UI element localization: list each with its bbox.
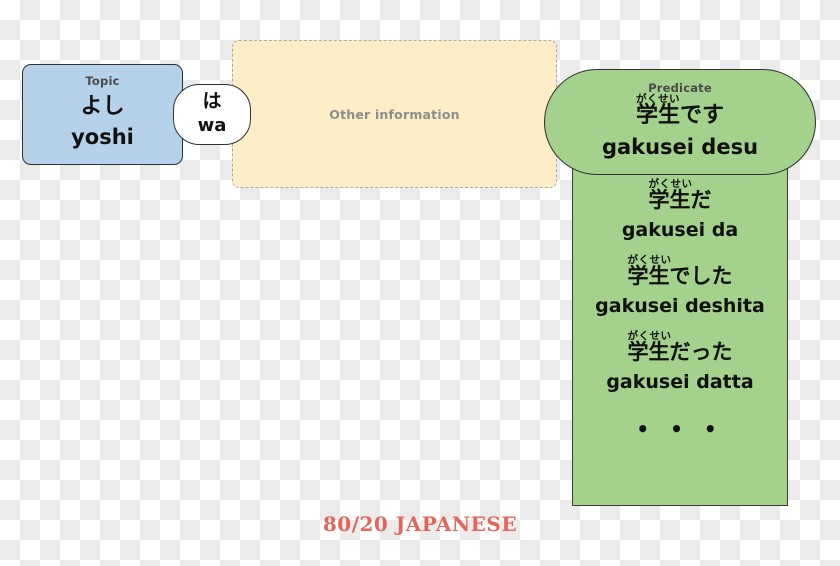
watermark-text: 80/20 JAPANESE (322, 512, 518, 536)
japanese-with-furigana: がくせい 学生です (635, 93, 724, 128)
predicate-label: Predicate (648, 81, 712, 95)
furigana-reading: がくせい (635, 93, 680, 105)
predicate-box: Predicate がくせい 学生です gakusei desu (544, 69, 816, 175)
japanese-text: 学生だった (627, 340, 733, 365)
furigana-reading: がくせい (648, 178, 693, 190)
romaji-text: gakusei datta (606, 371, 754, 394)
predicate-variant-list: がくせい 学生だ gakusei da がくせい 学生でした gakusei d… (573, 178, 787, 442)
japanese-text: 学生だ (648, 188, 712, 212)
predicate-variants-column: がくせい 学生だ gakusei da がくせい 学生でした gakusei d… (572, 120, 788, 506)
other-information-box: Other information (232, 40, 557, 188)
japanese-with-furigana: がくせい 学生だ (648, 178, 712, 212)
topic-label: Topic (85, 74, 120, 88)
topic-box: Topic よし yoshi (22, 64, 183, 165)
predicate-variant: がくせい 学生だ gakusei da (573, 178, 787, 242)
ellipsis-indicator: • • • (636, 417, 724, 442)
predicate-variant: がくせい 学生でした gakusei deshita (573, 254, 787, 318)
furigana-reading: がくせい (627, 254, 672, 267)
romaji-text: gakusei da (621, 219, 739, 242)
other-information-label: Other information (329, 106, 460, 122)
japanese-text: 学生でした (627, 264, 733, 289)
particle-romaji: wa (197, 115, 227, 136)
predicate-variant: がくせい 学生だった gakusei datta (573, 330, 787, 394)
predicate-japanese-row: がくせい 学生です (545, 93, 815, 128)
romaji-text: gakusei deshita (595, 295, 765, 318)
particle-bubble: は wa (173, 84, 251, 145)
topic-romaji: yoshi (71, 125, 134, 149)
predicate-romaji: gakusei desu (601, 135, 759, 159)
topic-japanese: よし (80, 94, 125, 119)
furigana-reading: がくせい (627, 330, 672, 343)
watermark: 80/20 JAPANESE (0, 512, 840, 536)
japanese-text: 学生です (635, 103, 724, 128)
japanese-with-furigana: がくせい 学生だった (627, 330, 733, 365)
japanese-with-furigana: がくせい 学生でした (627, 254, 733, 289)
particle-japanese: は (202, 90, 222, 112)
